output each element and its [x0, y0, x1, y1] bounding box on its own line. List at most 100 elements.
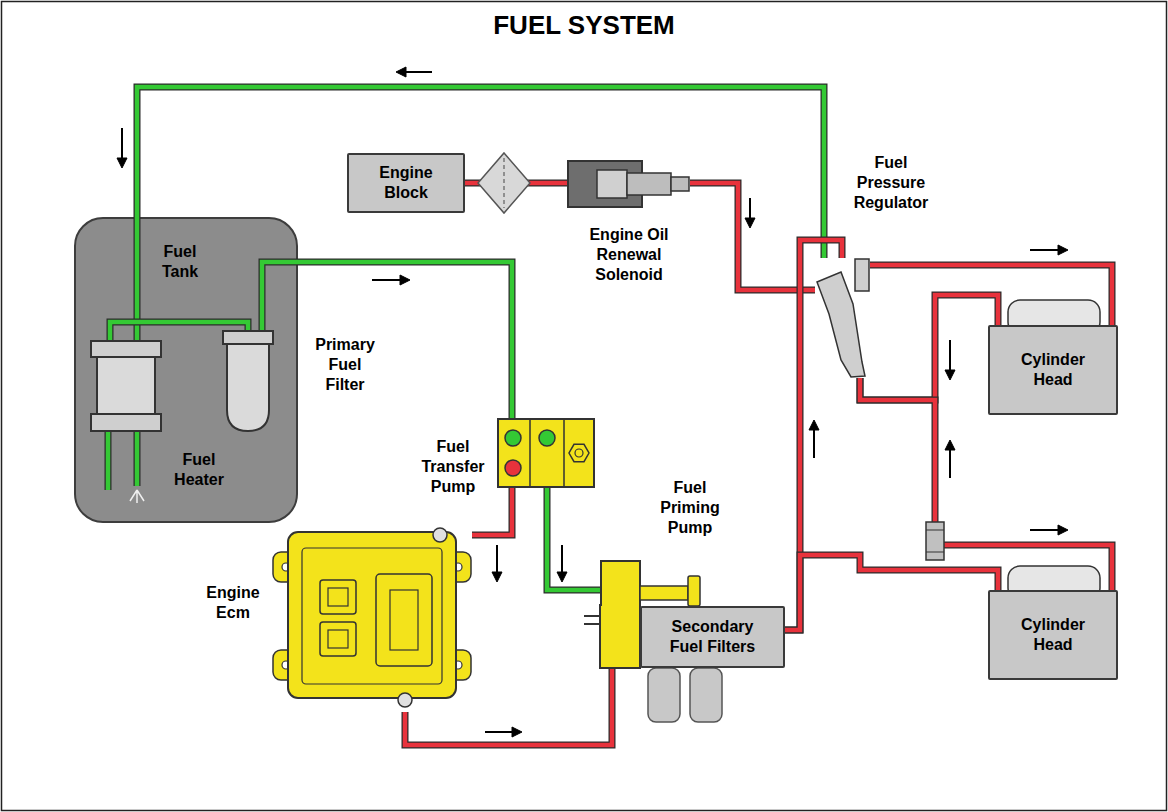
- arrow-head: [557, 572, 567, 582]
- fuel-line: [785, 555, 998, 630]
- arrow-head: [512, 727, 522, 737]
- pipe: [472, 488, 512, 535]
- fuel-heater-shape: [90, 340, 162, 432]
- valve-band: [926, 530, 944, 552]
- fuel-spray: [130, 490, 144, 503]
- arrow-head: [1058, 245, 1068, 255]
- fuel-priming-pump-shape: [600, 560, 702, 606]
- filter-canister: [648, 668, 680, 722]
- flow-arrow: [485, 731, 514, 733]
- engine-ecm: Engine Ecm: [272, 518, 472, 712]
- engine-ecm-shape: [272, 518, 472, 712]
- flow-arrow: [1030, 249, 1060, 251]
- part-label: Fuel Transfer Pump: [415, 437, 491, 497]
- pipe-outline: [860, 295, 998, 400]
- inline-valve: [926, 522, 944, 560]
- heater-pipes: [108, 432, 144, 503]
- pipe-stub: [108, 432, 137, 490]
- cylinder-head: Cylinder Head: [988, 590, 1118, 680]
- flow-arrow: [949, 448, 951, 478]
- part-label: Fuel Priming Pump: [646, 478, 734, 538]
- pipe: [137, 87, 824, 340]
- heater-cap: [91, 414, 161, 431]
- primary-fuel-filter: Primary Fuel Filter: [222, 330, 274, 432]
- engine-block: Engine Block: [347, 153, 465, 213]
- drive-hex: [569, 444, 589, 461]
- pipe: [262, 262, 512, 418]
- fuel-line: [547, 488, 600, 590]
- fuel-line: [262, 262, 512, 418]
- arrow-head: [396, 67, 406, 77]
- part-label: Primary Fuel Filter: [312, 335, 378, 395]
- filter-bowl: [227, 344, 269, 431]
- priming-pump-base: [600, 604, 640, 668]
- label-holder: Primary Fuel Filter: [312, 335, 378, 395]
- pipe-outline: [137, 87, 824, 340]
- fuel-transfer-pump: Fuel Transfer Pump: [497, 418, 595, 488]
- connector-socket: [390, 590, 418, 650]
- box-label: Secondary Fuel Filters: [661, 617, 765, 657]
- label-holder: Fuel Priming Pump: [646, 478, 734, 538]
- arrow-head: [809, 420, 819, 430]
- part-label: Fuel Pressure Regulator: [845, 153, 937, 213]
- pump-body: [498, 419, 594, 487]
- label-holder: Fuel Pressure Regulator: [845, 153, 937, 213]
- title-holder: FUEL SYSTEM: [0, 10, 1168, 41]
- pipe: [785, 555, 998, 630]
- part-label: Engine Oil Renewal Solenoid: [570, 225, 688, 285]
- fuel-heater: Fuel Heater: [90, 340, 162, 432]
- pipe-outline: [262, 262, 512, 418]
- label-holder: Engine Oil Renewal Solenoid: [570, 225, 688, 285]
- ecm-panel: [302, 548, 442, 684]
- flow-arrow: [1030, 529, 1060, 531]
- regulator-body: [817, 272, 865, 377]
- flow-arrow: [949, 340, 951, 372]
- flow-arrow: [372, 279, 402, 281]
- oil-renewal-solenoid: Engine Oil Renewal Solenoid: [567, 160, 690, 208]
- fuel-port: [398, 693, 412, 707]
- fuel-tank: Fuel TankFuel Heater Primary Fuel Filter: [75, 218, 297, 522]
- arrow-head: [945, 440, 955, 450]
- fuel-line: [860, 295, 998, 400]
- outlet-port: [505, 460, 521, 476]
- flow-arrow: [121, 128, 123, 160]
- regulator-port: [855, 259, 869, 291]
- box-label: Cylinder Head: [1010, 350, 1096, 390]
- label-holder: Fuel Tank: [149, 242, 211, 282]
- fuel-line: [472, 488, 512, 535]
- drive-shaft: [575, 449, 583, 457]
- oil-renewal-solenoid-shape: [567, 160, 690, 208]
- flow-arrow: [496, 545, 498, 574]
- pipe-outline: [108, 432, 137, 490]
- priming-rod: [640, 586, 688, 600]
- ecm-connector: [320, 580, 356, 614]
- ecm-connector: [320, 622, 356, 656]
- flow-arrows: [117, 67, 1068, 737]
- pipe-outline: [472, 488, 512, 535]
- arrow-head: [117, 158, 127, 168]
- ecm-housing: [288, 532, 456, 698]
- solenoid-coil: [597, 170, 627, 198]
- diagram-title: FUEL SYSTEM: [0, 10, 1168, 41]
- connector-socket: [328, 588, 348, 606]
- pipe: [860, 295, 998, 400]
- pump-section: [530, 419, 564, 487]
- part-label: Engine Ecm: [200, 583, 266, 623]
- inlet-port: [505, 430, 521, 446]
- arrow-head: [945, 370, 955, 380]
- ecm-connector: [376, 574, 432, 666]
- heater-body: [97, 357, 155, 414]
- fuel-transfer-pump-shape: [497, 418, 595, 488]
- fuel-pressure-regulator: Fuel Pressure Regulator: [815, 258, 870, 378]
- primary-fuel-filter-shape: [222, 330, 274, 432]
- pipe-outline: [785, 555, 998, 630]
- inlet-port: [539, 430, 555, 446]
- box-label: Cylinder Head: [1010, 615, 1096, 655]
- priming-body: [601, 561, 640, 606]
- pipe-outline: [690, 183, 815, 290]
- label-holder: Fuel Heater: [168, 450, 230, 490]
- filter-cap: [223, 331, 273, 344]
- part-label: Fuel Tank: [149, 242, 211, 282]
- box-label: Engine Block: [370, 163, 442, 203]
- arrow-head: [745, 218, 755, 228]
